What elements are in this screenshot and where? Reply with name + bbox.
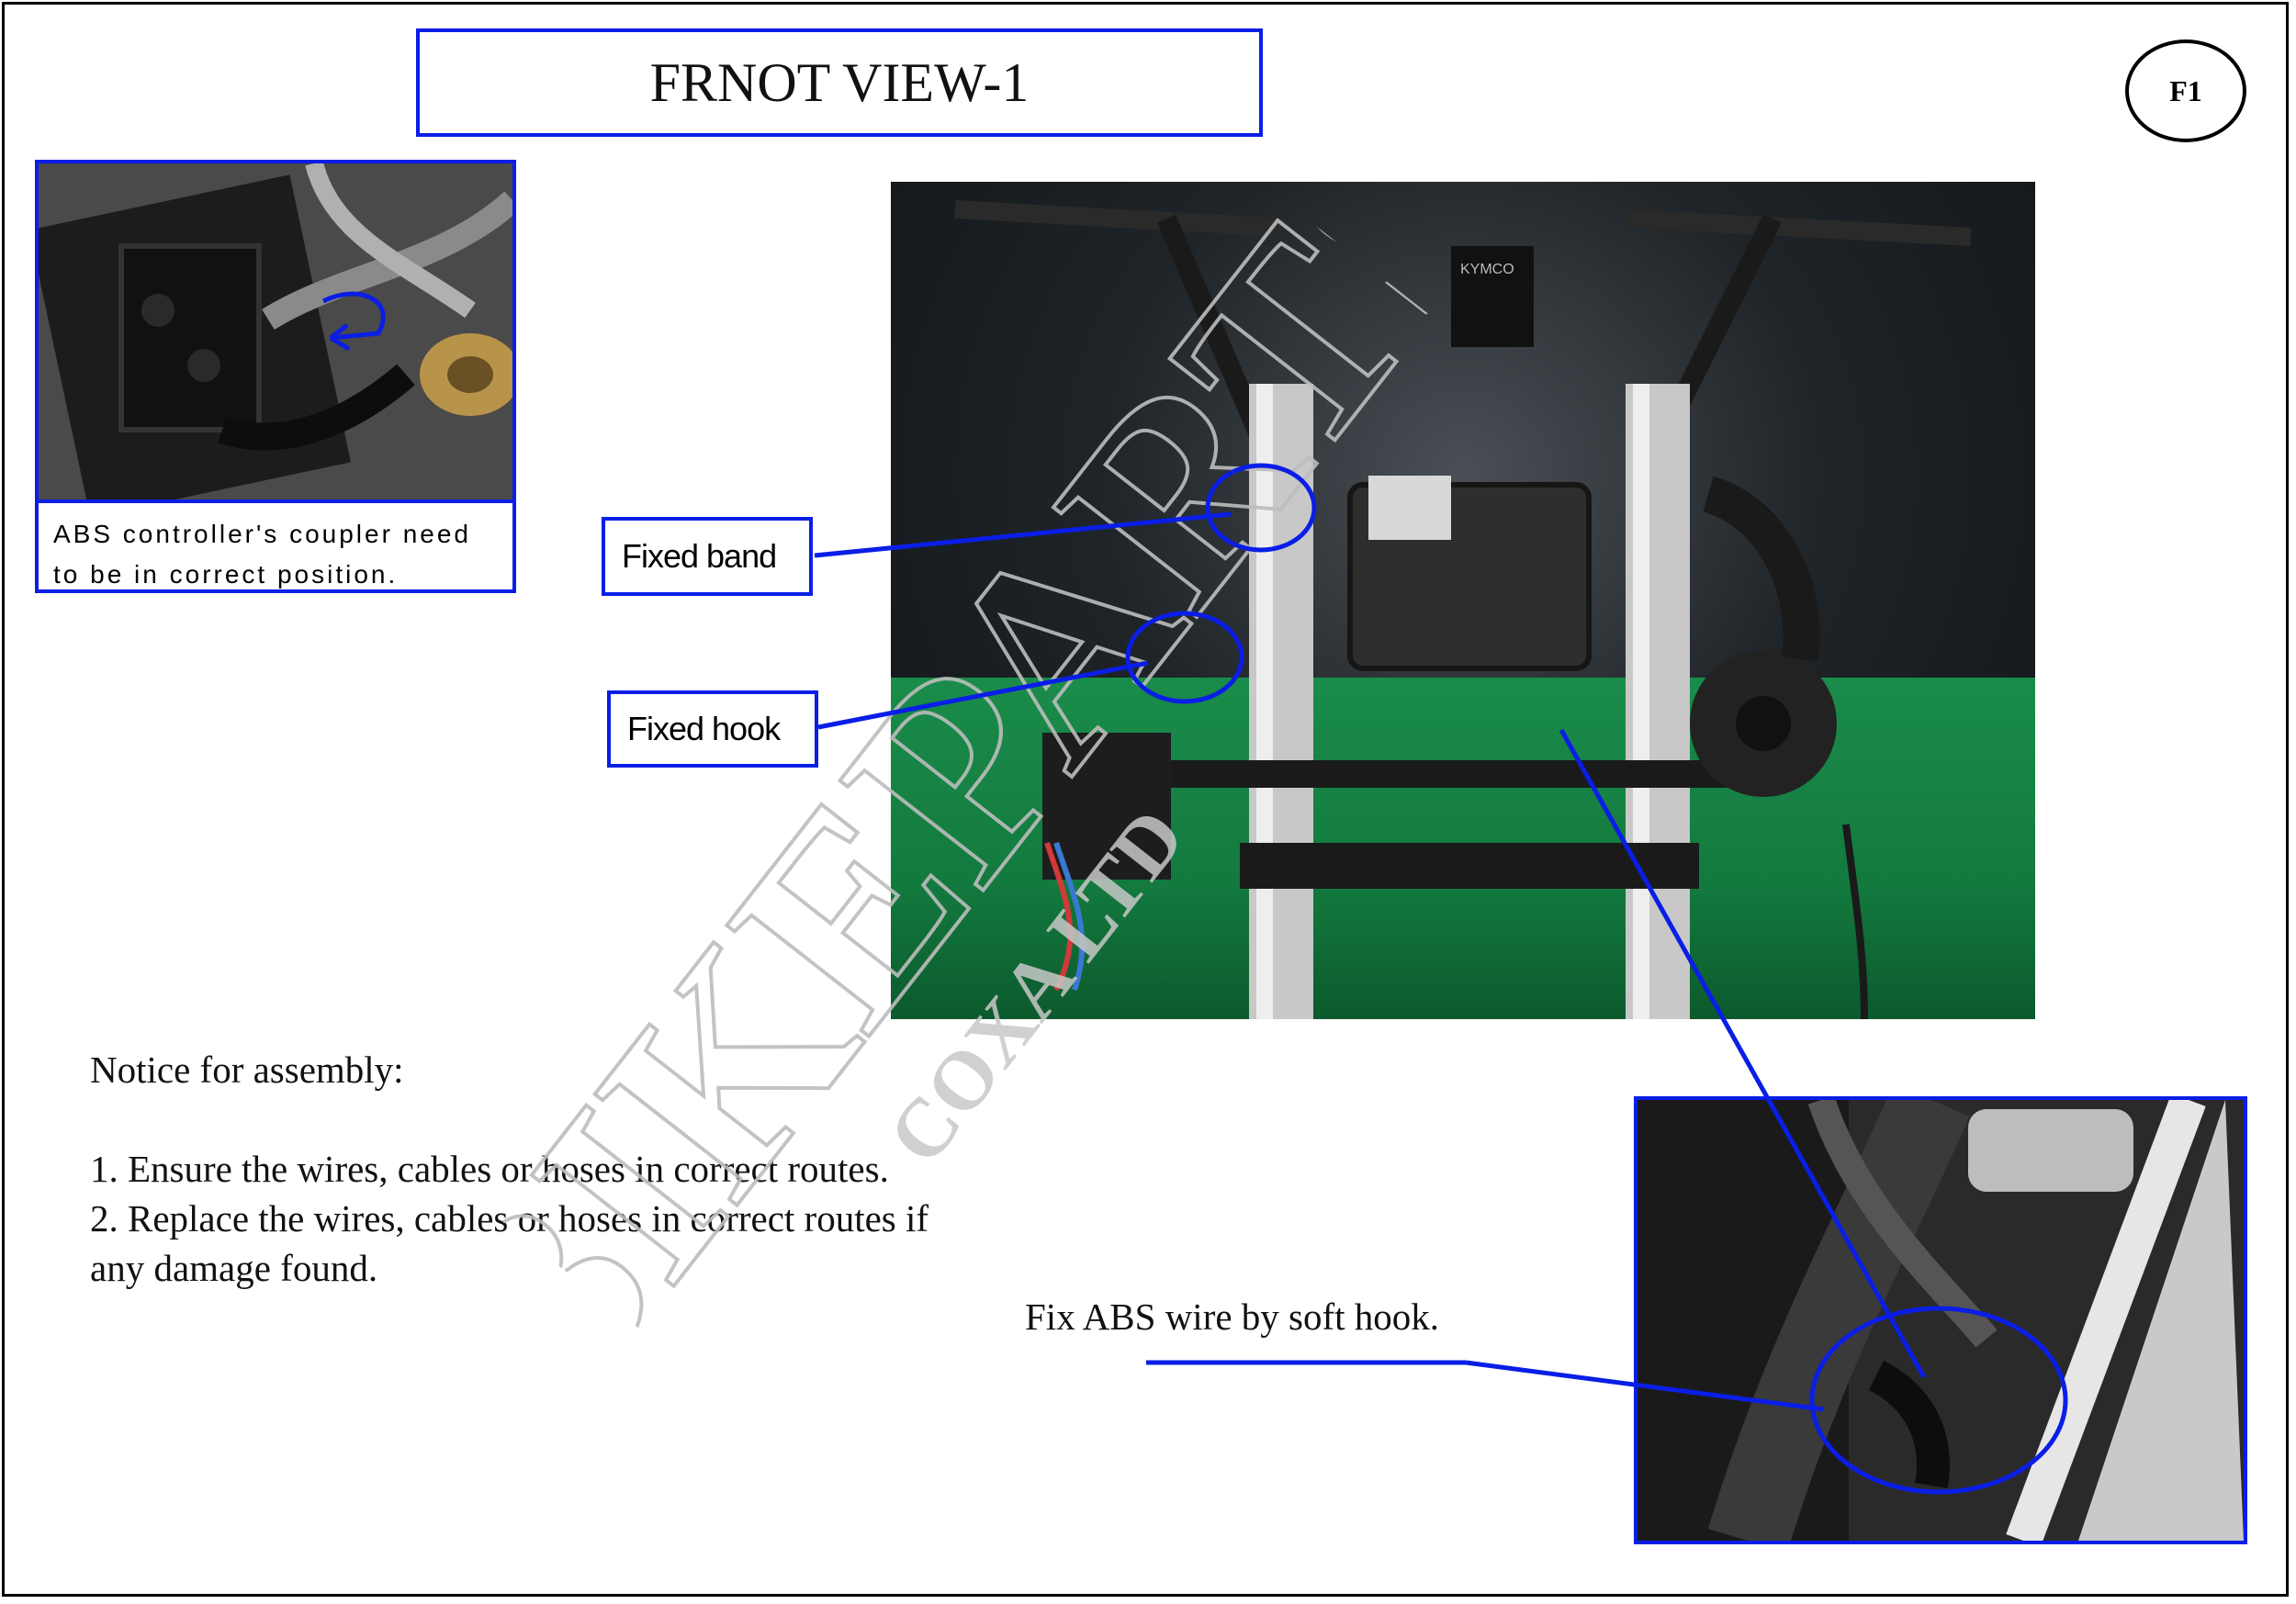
- notice-heading: Notice for assembly:: [90, 1049, 404, 1091]
- coupler-photo-art: [39, 163, 512, 499]
- fixed-band-label: Fixed band: [602, 517, 813, 596]
- notice-item-2-line-1: 2. Replace the wires, cables or hoses in…: [90, 1197, 929, 1239]
- motorcycle-front-art: KYMCO: [954, 200, 1972, 1019]
- page-title-text: FRNOT VIEW-1: [649, 51, 1030, 113]
- main-front-view-photo: KYMCO: [891, 182, 2035, 1019]
- notice-item-2-line-2: any damage found.: [90, 1247, 378, 1289]
- coupler-photo: [39, 163, 512, 499]
- assembly-notice: Notice for assembly: 1. Ensure the wires…: [90, 1045, 1054, 1293]
- fix-abs-wire-label: Fix ABS wire by soft hook.: [1025, 1296, 1440, 1338]
- page-number-text: F1: [2169, 73, 2202, 107]
- fixed-hook-label: Fixed hook: [607, 690, 818, 768]
- coupler-caption-line-2: to be in correct position.: [53, 560, 399, 589]
- relay-label: KYMCO: [1460, 262, 1514, 277]
- relay-box: [1451, 246, 1534, 347]
- coupler-caption-line-1: ABS controller's coupler need: [53, 520, 471, 548]
- fixed-band-text: Fixed band: [622, 537, 777, 575]
- soft-hook-photo-art: [1638, 1100, 2244, 1541]
- inset-soft-hook-photo: [1634, 1096, 2247, 1544]
- fixed-hook-text: Fixed hook: [627, 710, 781, 747]
- notice-item-1: 1. Ensure the wires, cables or hoses in …: [90, 1148, 889, 1190]
- coupler-caption: ABS controller's coupler need to be in c…: [39, 499, 512, 589]
- page-number-badge: F1: [2125, 39, 2246, 142]
- page-title: FRNOT VIEW-1: [416, 28, 1263, 137]
- inset-coupler-photo: ABS controller's coupler need to be in c…: [35, 160, 516, 593]
- cross-bar: [1166, 760, 1763, 788]
- side-box: [1042, 733, 1171, 880]
